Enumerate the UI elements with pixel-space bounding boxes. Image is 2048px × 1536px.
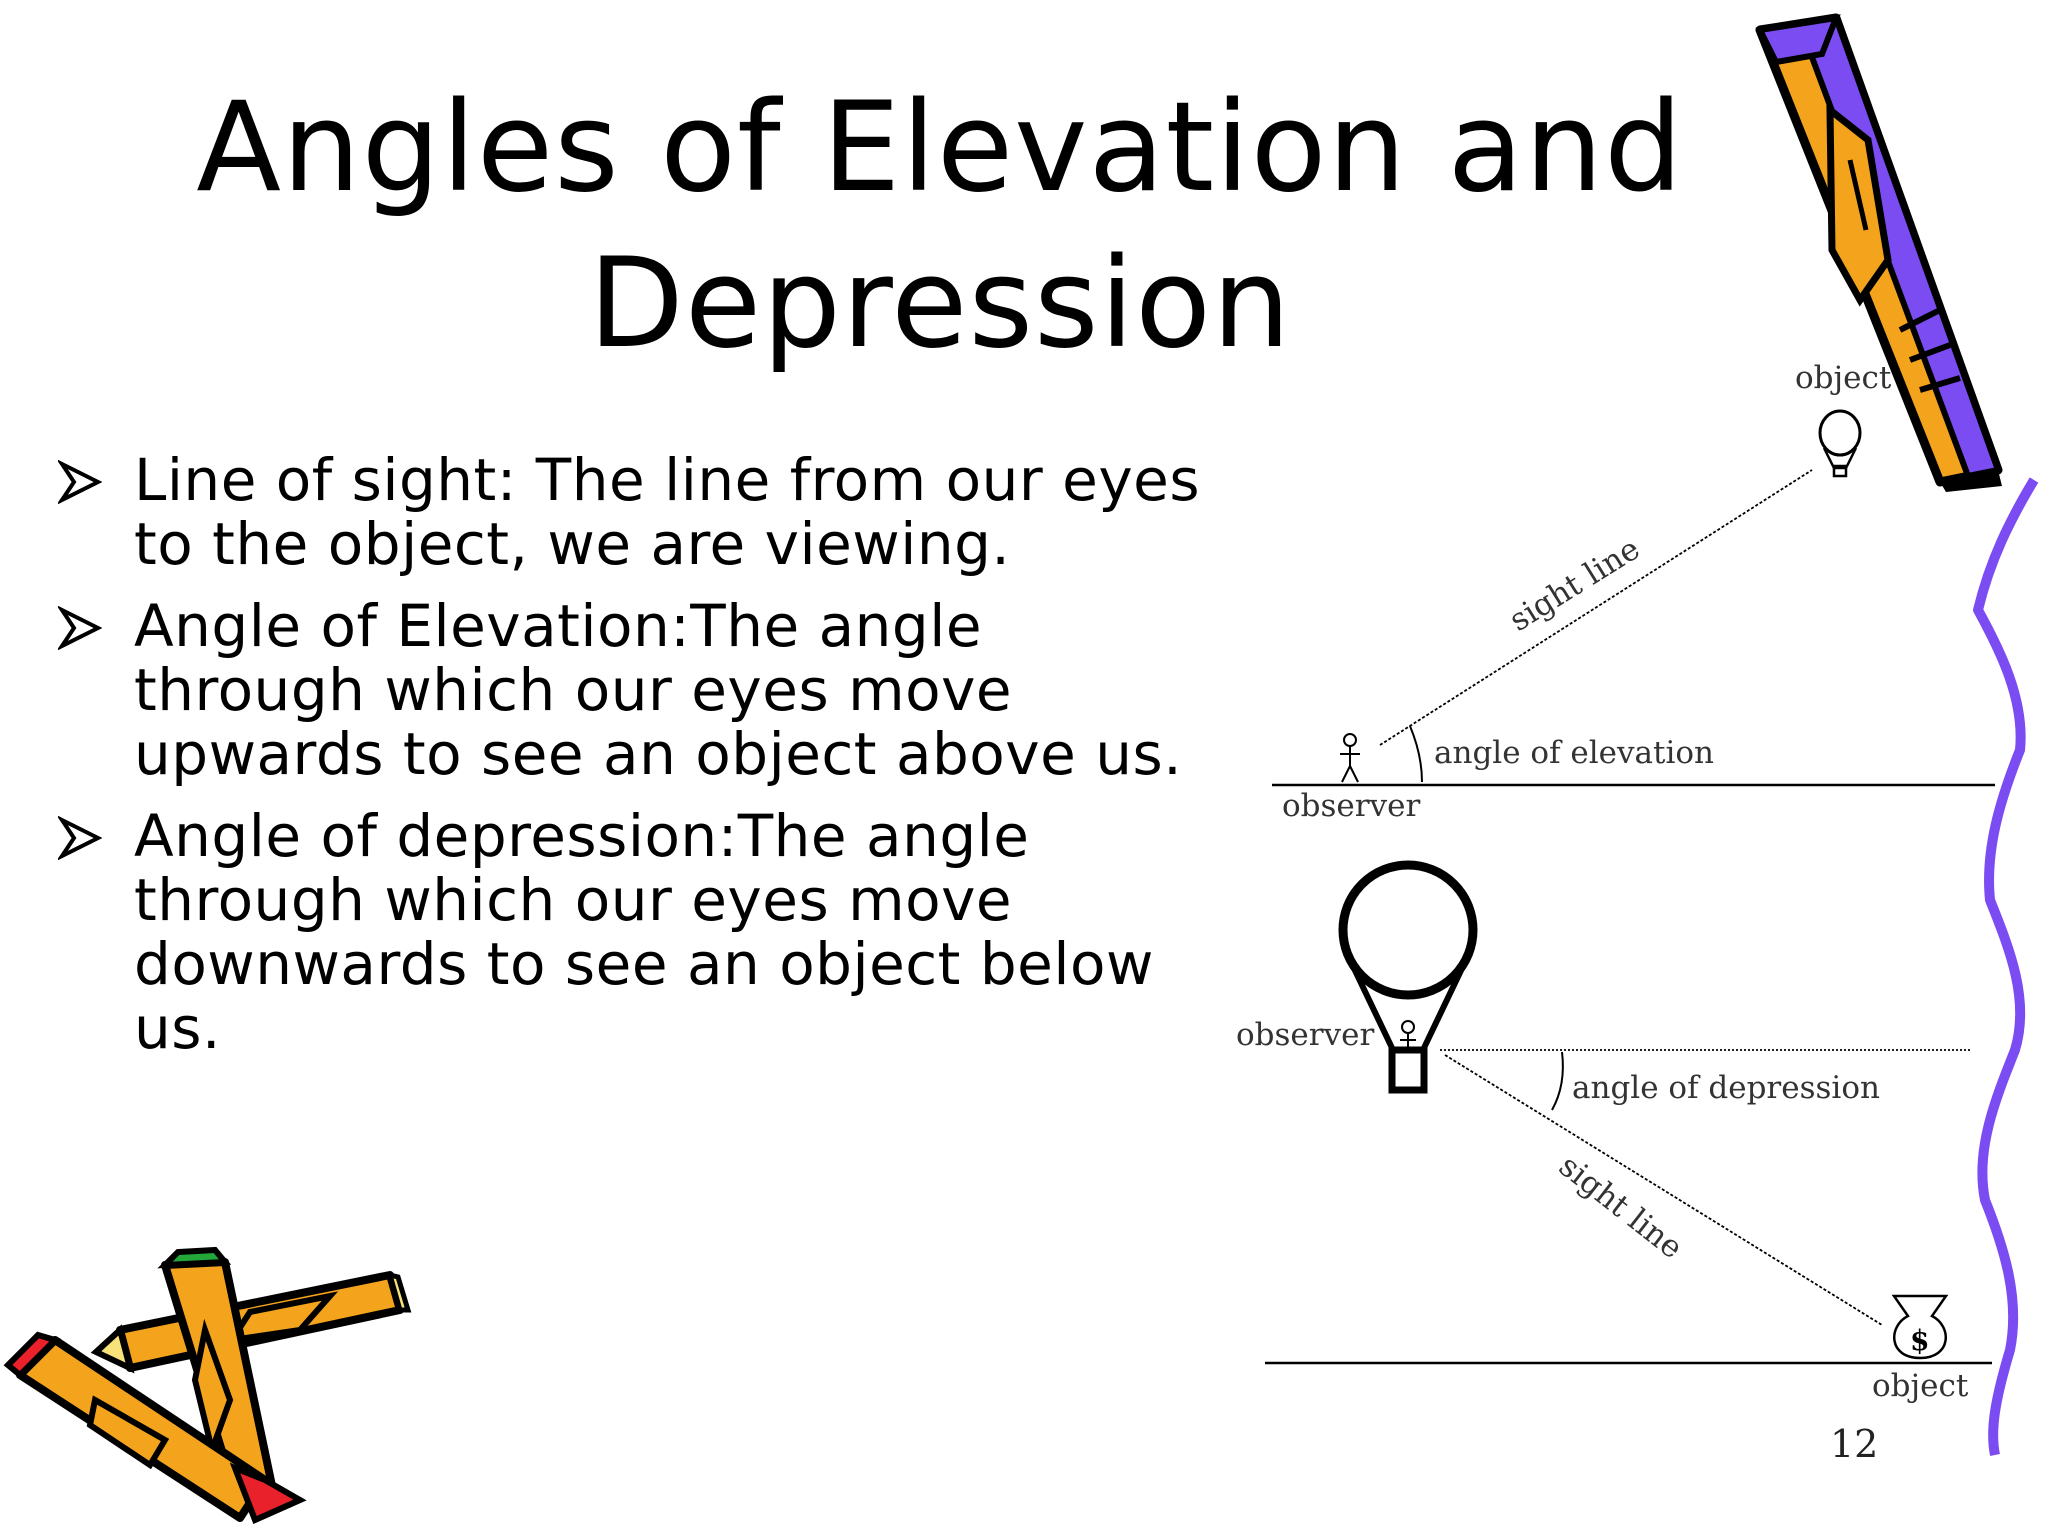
- title-line-1: Angles of Elevation and: [196, 76, 1684, 220]
- bullet-item: Angle of Elevation:The angle through whi…: [58, 594, 1218, 786]
- bullet-text: Angle of depression:The angle through wh…: [134, 802, 1154, 1062]
- observer-label: observer: [1282, 788, 1420, 824]
- title-line-2: Depression: [588, 232, 1292, 376]
- depression-diagram: $ observer angle of depression sight lin…: [1236, 860, 1992, 1404]
- arrowhead-bullet-icon: [58, 460, 102, 504]
- object-label: object: [1795, 360, 1892, 396]
- depression-angle-arc: [1551, 1051, 1564, 1111]
- bullet-item: Angle of depression:The angle through wh…: [58, 804, 1218, 1060]
- slide-title: Angles of Elevation and Depression: [160, 70, 1720, 382]
- elevation-angle-arc: [1409, 725, 1423, 783]
- wavy-border: [1973, 477, 2039, 1456]
- sight-line-label: sight line: [1503, 531, 1646, 639]
- hot-air-balloon-icon: [1338, 860, 1478, 1094]
- angle-of-elevation-label: angle of elevation: [1434, 735, 1714, 771]
- bullet-list: Line of sight: The line from our eyes to…: [58, 448, 1218, 1078]
- angle-of-depression-label: angle of depression: [1572, 1070, 1880, 1106]
- balloon-icon: [1818, 409, 1862, 478]
- crossed-pencils-icon: [3, 1246, 412, 1525]
- observer-figure: [1340, 733, 1360, 783]
- bullet-item: Line of sight: The line from our eyes to…: [58, 448, 1218, 576]
- page-number: 12: [1830, 1422, 1879, 1466]
- bullet-text: Angle of Elevation:The angle through whi…: [134, 592, 1183, 788]
- sight-line-down: [1444, 1054, 1883, 1326]
- sight-line: [1379, 469, 1813, 746]
- observer-label-bottom: observer: [1236, 1017, 1374, 1053]
- arrowhead-bullet-icon: [58, 606, 102, 650]
- money-bag-icon: $: [1891, 1294, 1949, 1360]
- bullet-text: Line of sight: The line from our eyes to…: [134, 446, 1201, 578]
- sight-line-label-bottom: sight line: [1552, 1148, 1689, 1266]
- pencil-icon: [1755, 13, 2003, 492]
- object-label-bottom: object: [1872, 1368, 1969, 1404]
- elevation-diagram: object sight line angle of elevation obs…: [1272, 360, 1995, 824]
- money-bag-symbol: $: [1910, 1324, 1929, 1357]
- arrowhead-bullet-icon: [58, 816, 102, 860]
